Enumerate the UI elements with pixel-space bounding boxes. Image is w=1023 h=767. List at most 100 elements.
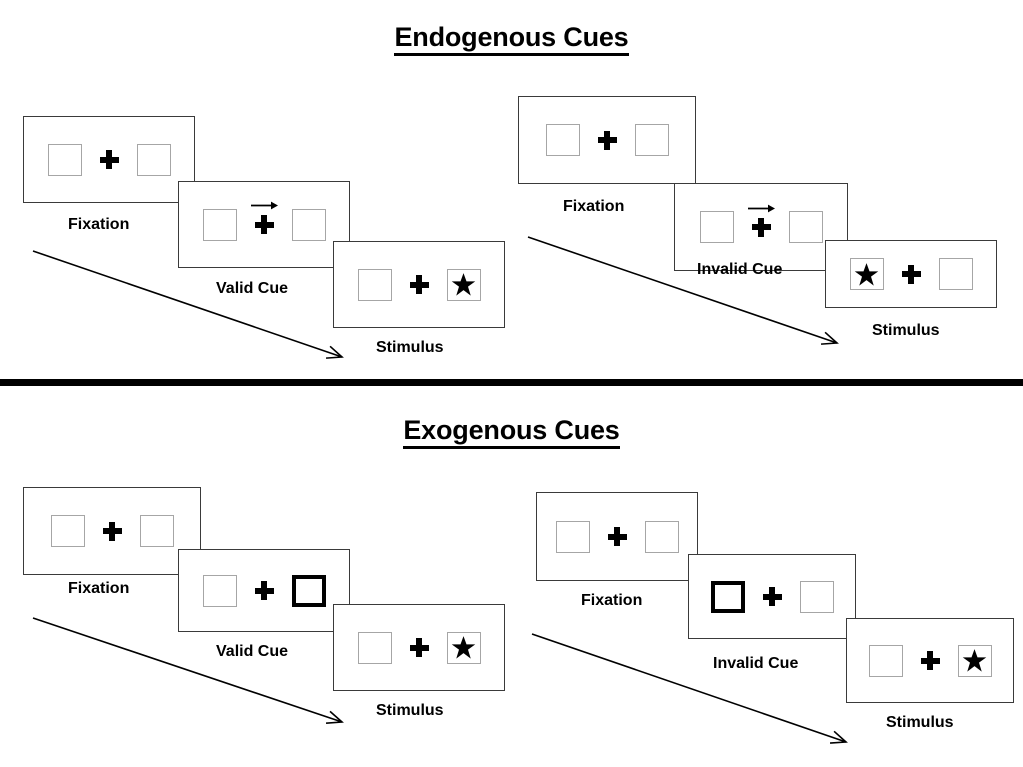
- stage-label-exogenous-3: Fixation: [581, 592, 643, 609]
- placeholder-box: [50, 515, 85, 547]
- star-icon: [451, 636, 476, 659]
- trial-frame-exogenous-3: [536, 492, 698, 581]
- fixation-cross-vertical-bar: [109, 521, 115, 541]
- trial-frame-content: [868, 644, 992, 677]
- fixation-cross-slot: [409, 638, 429, 657]
- placeholder-box: [47, 143, 82, 176]
- fixation-cross-slot: [102, 521, 122, 541]
- fixation-cross-icon: [607, 527, 627, 546]
- trial-frame-endogenous-0: [23, 116, 195, 203]
- fixation-cross-icon: [409, 275, 429, 294]
- fixation-cross-vertical-bar: [416, 275, 422, 294]
- fixation-cross-slot: [901, 264, 921, 284]
- stage-label-endogenous-0: Fixation: [68, 216, 130, 233]
- star-icon: [962, 649, 987, 672]
- fixation-cross-slot: [607, 527, 627, 546]
- trial-frame-content: [555, 520, 679, 553]
- fixation-cross-vertical-bar: [604, 130, 610, 150]
- trial-frame-exogenous-1: [178, 549, 350, 632]
- placeholder-box: [699, 211, 734, 243]
- placeholder-box: [357, 268, 392, 301]
- trial-frame-endogenous-1: [178, 181, 350, 268]
- stage-label-endogenous-2: Stimulus: [376, 339, 444, 356]
- trial-frame-content: [202, 201, 326, 241]
- fixation-cross-vertical-bar: [614, 527, 620, 546]
- stage-label-exogenous-4: Invalid Cue: [713, 655, 799, 672]
- trial-frame-exogenous-4: [688, 554, 856, 639]
- section-title-exogenous-text: Exogenous Cues: [403, 415, 620, 449]
- placeholder-box: [788, 211, 823, 243]
- fixation-cross-slot: [99, 150, 119, 169]
- stage-label-endogenous-3: Fixation: [563, 198, 625, 215]
- trial-frame-content: [699, 204, 823, 243]
- stage-label-endogenous-5: Stimulus: [872, 322, 940, 339]
- trial-frame-content: [357, 268, 481, 301]
- timeline-arrow-endogenous-1: [527, 236, 839, 345]
- fixation-cross-vertical-bar: [769, 587, 775, 606]
- trial-frame-content: [47, 143, 171, 176]
- trial-frame-endogenous-4: [674, 183, 848, 271]
- placeholder-box: [555, 520, 590, 553]
- fixation-cross-slot: [748, 204, 775, 237]
- trial-frame-endogenous-2: [333, 241, 505, 328]
- fixation-cross-icon: [762, 587, 782, 606]
- fixation-cross-icon: [920, 651, 940, 670]
- placeholder-box: [202, 208, 237, 241]
- stage-label-exogenous-1: Valid Cue: [216, 643, 289, 660]
- stage-label-endogenous-1: Valid Cue: [216, 280, 289, 297]
- placeholder-box: [446, 631, 481, 664]
- cued-placeholder-box: [291, 574, 326, 607]
- fixation-cross-slot: [251, 201, 278, 234]
- fixation-cross-slot: [409, 275, 429, 294]
- timeline-arrow-endogenous-0: [32, 250, 344, 359]
- stage-label-exogenous-0: Fixation: [68, 580, 130, 597]
- placeholder-box: [957, 644, 992, 677]
- placeholder-box: [849, 258, 884, 290]
- fixation-cross-icon: [102, 521, 122, 541]
- trial-frame-content: [545, 124, 669, 156]
- fixation-cross-icon: [99, 150, 119, 169]
- placeholder-box: [139, 515, 174, 547]
- fixation-cross-vertical-bar: [261, 581, 267, 600]
- trial-frame-content: [50, 515, 174, 547]
- fixation-cross-slot: [597, 130, 617, 150]
- fixation-cross-icon: [254, 215, 274, 234]
- stage-label-endogenous-4: Invalid Cue: [697, 261, 783, 278]
- fixation-cross-icon: [901, 264, 921, 284]
- placeholder-box: [357, 631, 392, 664]
- trial-frame-exogenous-2: [333, 604, 505, 691]
- section-title-endogenous-text: Endogenous Cues: [394, 22, 629, 56]
- trial-frame-content: [357, 631, 481, 664]
- timeline-arrow-exogenous-1: [531, 633, 848, 744]
- fixation-cross-vertical-bar: [416, 638, 422, 657]
- placeholder-box: [644, 520, 679, 553]
- section-title-exogenous: Exogenous Cues: [0, 415, 1023, 449]
- fixation-cross-vertical-bar: [106, 150, 112, 169]
- fixation-cross-icon: [409, 638, 429, 657]
- trial-frame-endogenous-5: [825, 240, 997, 308]
- section-divider: [0, 379, 1023, 386]
- placeholder-box: [545, 124, 580, 156]
- trial-frame-endogenous-3: [518, 96, 696, 184]
- fixation-cross-icon: [751, 217, 771, 237]
- arrow-right-cue-icon: [748, 204, 775, 213]
- stage-label-exogenous-5: Stimulus: [886, 714, 954, 731]
- star-icon: [451, 273, 476, 296]
- fixation-cross-vertical-bar: [758, 217, 764, 237]
- placeholder-box: [291, 208, 326, 241]
- placeholder-box: [634, 124, 669, 156]
- fixation-cross-vertical-bar: [908, 264, 914, 284]
- placeholder-box: [868, 644, 903, 677]
- trial-frame-content: [849, 258, 973, 290]
- placeholder-box: [202, 574, 237, 607]
- fixation-cross-slot: [762, 587, 782, 606]
- fixation-cross-icon: [254, 581, 274, 600]
- fixation-cross-vertical-bar: [261, 215, 267, 234]
- trial-frame-content: [202, 574, 326, 607]
- placeholder-box: [799, 580, 834, 613]
- placeholder-box: [938, 258, 973, 290]
- trial-frame-exogenous-0: [23, 487, 201, 575]
- section-title-endogenous: Endogenous Cues: [0, 22, 1023, 56]
- trial-frame-exogenous-5: [846, 618, 1014, 703]
- placeholder-box: [136, 143, 171, 176]
